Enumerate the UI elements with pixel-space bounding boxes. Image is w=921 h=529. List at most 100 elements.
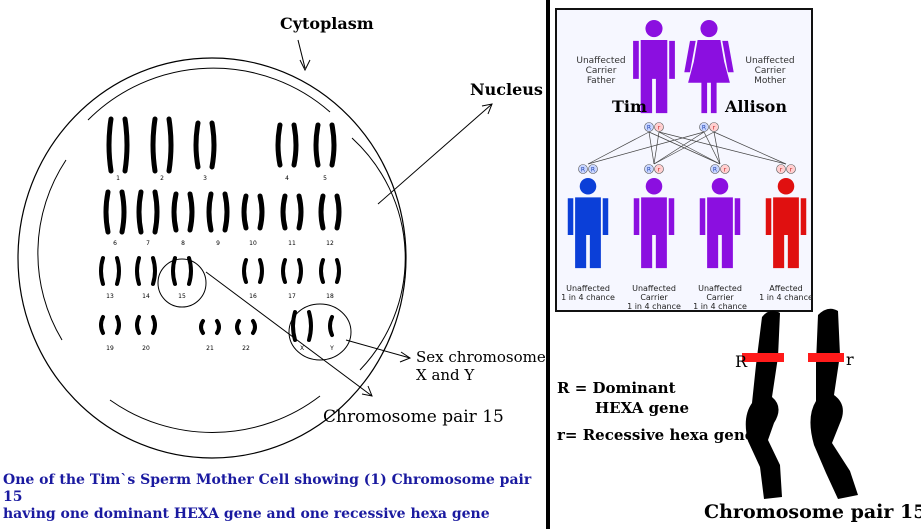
dominant-key-line2: HEXA gene bbox=[595, 399, 690, 417]
chromosome-22-2 bbox=[251, 319, 257, 335]
cell-caption-line1: One of the Tim`s Sperm Mother Cell showi… bbox=[3, 472, 532, 505]
chromosome-16-1 bbox=[242, 258, 248, 284]
cytoplasm-arc-right bbox=[351, 137, 406, 371]
chromosome-number-19: 19 bbox=[106, 345, 114, 352]
chromosome-number-11: 11 bbox=[288, 240, 296, 247]
mother-status: Unaffected Carrier Mother bbox=[745, 56, 795, 86]
chromosome-number-21: 21 bbox=[206, 345, 214, 352]
svg-text:r: r bbox=[713, 124, 716, 131]
chromosome-4-2 bbox=[291, 122, 299, 168]
chromosome-1-1 bbox=[106, 116, 114, 174]
chromosome-19-1 bbox=[99, 315, 105, 335]
chromosome-10-2 bbox=[257, 193, 265, 231]
chromosome-9-1 bbox=[206, 191, 214, 233]
chromosome-number-5: 5 bbox=[323, 175, 327, 182]
chromosome-7-1 bbox=[136, 189, 144, 235]
chromosome-number-2: 2 bbox=[160, 175, 164, 182]
chromosome-6-1 bbox=[103, 189, 111, 235]
sex-chromosome-label-line2: X and Y bbox=[416, 366, 475, 384]
chromosome-11-1 bbox=[280, 193, 288, 231]
child-3-figure bbox=[699, 178, 741, 269]
pair-15-title: Chromosome pair 15 bbox=[704, 501, 921, 523]
chromosome-13-1 bbox=[99, 256, 105, 286]
cell-caption-line2: having one dominant HEXA gene and one re… bbox=[3, 506, 490, 522]
chromosome-X-1 bbox=[291, 310, 297, 342]
cytoplasm-label: Cytoplasm bbox=[280, 14, 374, 33]
chromosome-number-12: 12 bbox=[326, 240, 334, 247]
chromosome-21-1 bbox=[199, 319, 205, 335]
nucleus-pointer bbox=[377, 103, 493, 205]
chromosome-12-1 bbox=[318, 193, 326, 231]
svg-text:r: r bbox=[724, 166, 727, 173]
chromosome-pair-15-label: Chromosome pair 15 bbox=[323, 407, 504, 427]
chromosome-number-16: 16 bbox=[249, 293, 257, 300]
chromosome-3-2 bbox=[209, 120, 217, 170]
svg-text:r: r bbox=[658, 124, 661, 131]
svg-text:R: R bbox=[702, 124, 706, 131]
mother-name: Allison bbox=[725, 97, 787, 116]
chromosome-number-1: 1 bbox=[116, 175, 120, 182]
sex-chromosome-label: Sex chromosome X and Y bbox=[416, 348, 546, 384]
chromosome-number-3: 3 bbox=[203, 175, 207, 182]
inheritance-arrows bbox=[587, 131, 787, 165]
cytoplasm-arc-top bbox=[87, 67, 331, 121]
chromosome-14-2 bbox=[151, 256, 157, 286]
chromosome-18-1 bbox=[319, 258, 325, 284]
right-allele-label: r bbox=[846, 350, 854, 369]
chromosome-number-13: 13 bbox=[106, 293, 114, 300]
child-1-figure bbox=[567, 178, 609, 269]
mother-figure bbox=[684, 20, 734, 114]
chromosome-X-2 bbox=[307, 310, 313, 342]
chromosome-number-18: 18 bbox=[326, 293, 334, 300]
chromosome-pair-15-drawing bbox=[742, 308, 858, 499]
chromosome-number-15: 15 bbox=[178, 293, 186, 300]
chromosome-number-4: 4 bbox=[285, 175, 289, 182]
sex-chromosome-highlight-circle bbox=[288, 303, 352, 361]
child-2-label: Unaffected Carrier 1 in 4 chance bbox=[627, 284, 681, 311]
chromosome-left bbox=[745, 310, 782, 499]
svg-text:R: R bbox=[647, 124, 651, 131]
chromosome-number-20: 20 bbox=[142, 345, 150, 352]
chromosome-16-2 bbox=[258, 258, 264, 284]
chromosome-20-1 bbox=[135, 315, 141, 335]
cytoplasm-pointer bbox=[297, 39, 306, 69]
chromosome-15-2 bbox=[187, 256, 193, 286]
chromosome-20-2 bbox=[151, 315, 157, 335]
svg-text:r: r bbox=[790, 166, 793, 173]
chromosome-2-2 bbox=[166, 116, 174, 174]
chromosome-7-2 bbox=[152, 189, 160, 235]
chromosome-4-1 bbox=[275, 122, 283, 168]
nucleus-label: Nucleus bbox=[470, 80, 543, 99]
child-3-label: Unaffected Carrier 1 in 4 chance bbox=[693, 284, 747, 311]
chromosome-8-1 bbox=[171, 191, 179, 233]
chromosome-21-2 bbox=[215, 319, 221, 335]
panel-divider bbox=[546, 0, 550, 529]
gene-band-left bbox=[742, 353, 784, 362]
sex-chromosome-pointer bbox=[345, 339, 411, 359]
chromosome-17-1 bbox=[281, 258, 287, 284]
svg-text:R: R bbox=[591, 166, 595, 173]
chromosome-number-X: X bbox=[300, 345, 304, 352]
chromosome-number-Y: Y bbox=[329, 345, 334, 352]
chromosome-number-17: 17 bbox=[288, 293, 296, 300]
svg-text:r: r bbox=[658, 166, 661, 173]
chromosome-17-2 bbox=[297, 258, 303, 284]
chromosome-1-2 bbox=[122, 116, 130, 174]
chromosome-Y-1 bbox=[328, 315, 334, 337]
chromosome-15-1 bbox=[171, 256, 177, 286]
chromosome-number-9: 9 bbox=[216, 240, 220, 247]
chromosome-number-8: 8 bbox=[181, 240, 185, 247]
chromosome-number-10: 10 bbox=[249, 240, 257, 247]
chromosome-number-7: 7 bbox=[146, 240, 150, 247]
father-status: Unaffected Carrier Father bbox=[576, 56, 626, 86]
svg-text:R: R bbox=[581, 166, 585, 173]
cell-membrane bbox=[17, 57, 407, 459]
